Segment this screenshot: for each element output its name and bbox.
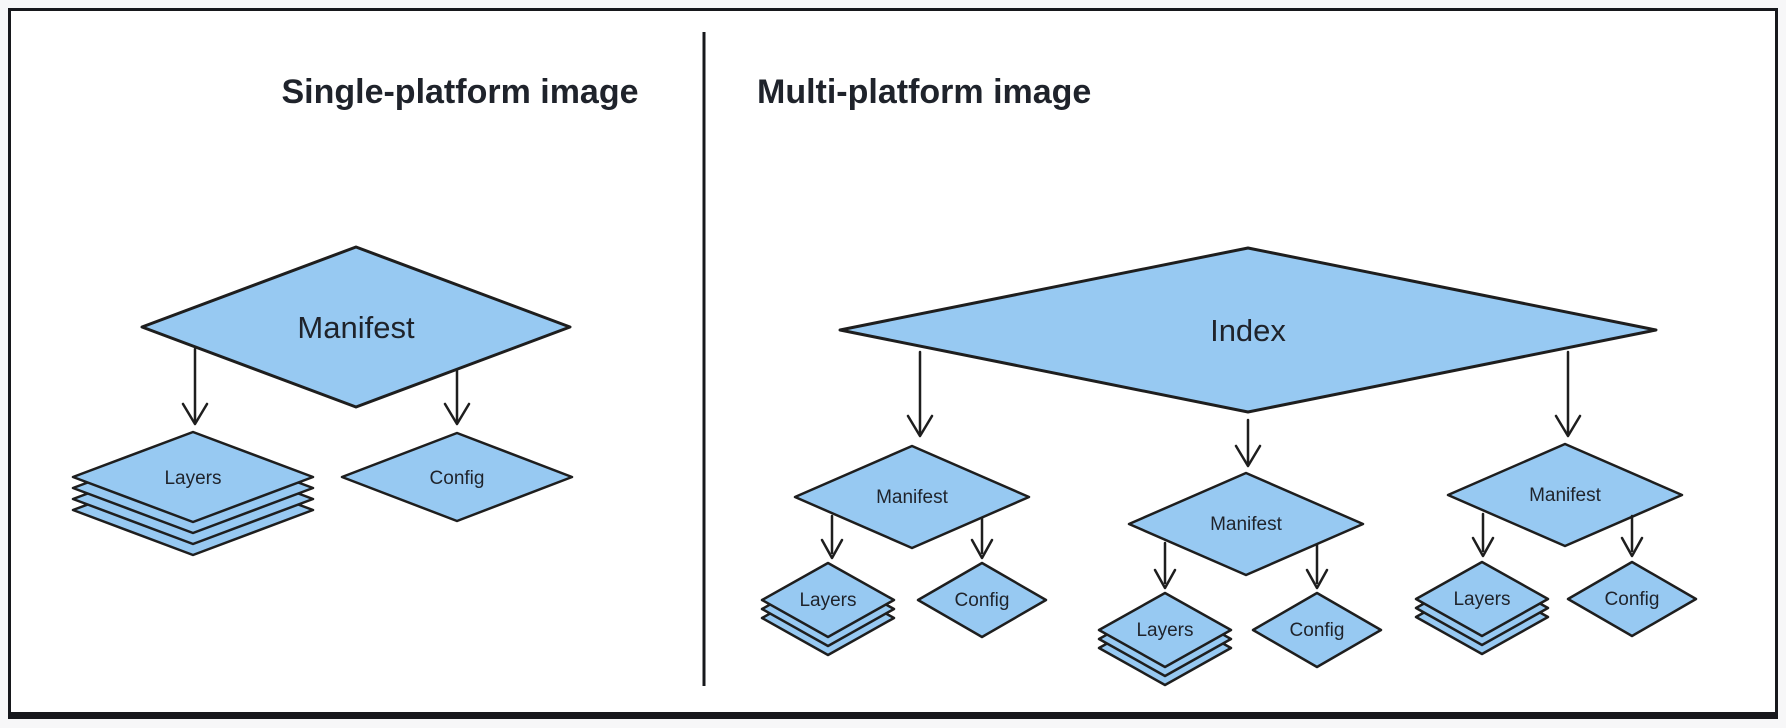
index-diamond — [838, 246, 1658, 414]
arrow-manifest-to-config — [970, 516, 994, 560]
config-label: Config — [430, 468, 485, 489]
layers-label: Layers — [1453, 589, 1510, 610]
arrow-index-to-manifest-2 — [1234, 418, 1262, 468]
layers-label: Layers — [164, 468, 221, 489]
layers-stack: Layers — [760, 561, 896, 657]
arrow-index-to-manifest-3 — [1554, 350, 1582, 438]
arrowhead-icon — [181, 402, 209, 426]
config-label: Config — [955, 590, 1010, 611]
manifest-label: Manifest — [297, 310, 415, 345]
config-diamond — [1251, 591, 1383, 669]
arrowhead-icon — [970, 538, 994, 560]
arrow-manifest-to-layers — [181, 347, 209, 426]
arrowhead-icon — [1153, 568, 1177, 590]
arrowhead-icon — [1620, 536, 1644, 558]
arrowhead-icon — [820, 538, 844, 560]
layers-label: Layers — [799, 590, 856, 611]
index-label: Index — [1210, 313, 1286, 348]
config-label: Config — [1605, 589, 1660, 610]
layers-stack: Layers — [1097, 591, 1233, 687]
layers-top-diamond — [1414, 560, 1550, 638]
manifest-diamond — [793, 444, 1031, 550]
platform-subtree-2: Manifest Layers Config — [1097, 471, 1383, 687]
config-diamond — [340, 431, 574, 523]
arrowhead-icon — [443, 402, 471, 426]
arrow-manifest-to-layers — [1471, 512, 1495, 558]
arrow-manifest-to-layers — [1153, 541, 1177, 590]
layers-top-diamond — [1097, 591, 1233, 669]
arrowhead-icon — [1234, 444, 1262, 468]
single-platform-panel: Single-platform image Manifest Layers Co… — [71, 73, 639, 557]
manifest-label: Manifest — [876, 487, 949, 508]
config-label: Config — [1290, 620, 1345, 641]
multi-platform-title: Multi-platform image — [757, 73, 1091, 111]
arrow-manifest-to-config — [1620, 514, 1644, 558]
layers-stack: Layers — [1414, 560, 1550, 656]
manifest-diamond — [140, 245, 572, 409]
single-platform-title: Single-platform image — [281, 73, 638, 111]
arrowhead-icon — [1471, 536, 1495, 558]
config-diamond — [1566, 560, 1698, 638]
arrow-manifest-to-layers — [820, 514, 844, 560]
platform-subtree-1: Manifest Layers Config — [760, 444, 1048, 657]
layers-stack: Layers — [71, 430, 315, 557]
manifest-label: Manifest — [1210, 514, 1283, 535]
manifest-diamond — [1127, 471, 1365, 577]
layers-top-diamond — [71, 430, 315, 524]
arrowhead-icon — [906, 414, 934, 438]
arrowhead-icon — [1554, 414, 1582, 438]
layers-top-diamond — [760, 561, 896, 639]
layers-label: Layers — [1136, 620, 1193, 641]
manifest-diamond — [1446, 442, 1684, 548]
manifest-label: Manifest — [1529, 485, 1602, 506]
multi-platform-panel: Multi-platform image Index Manifest — [757, 73, 1698, 687]
arrowhead-icon — [1305, 568, 1329, 590]
config-diamond — [916, 561, 1048, 639]
platform-subtree-3: Manifest Layers Config — [1414, 442, 1698, 656]
arrow-index-to-manifest-1 — [906, 350, 934, 438]
arrow-manifest-to-config — [1305, 543, 1329, 590]
arrow-manifest-to-config — [443, 369, 471, 426]
